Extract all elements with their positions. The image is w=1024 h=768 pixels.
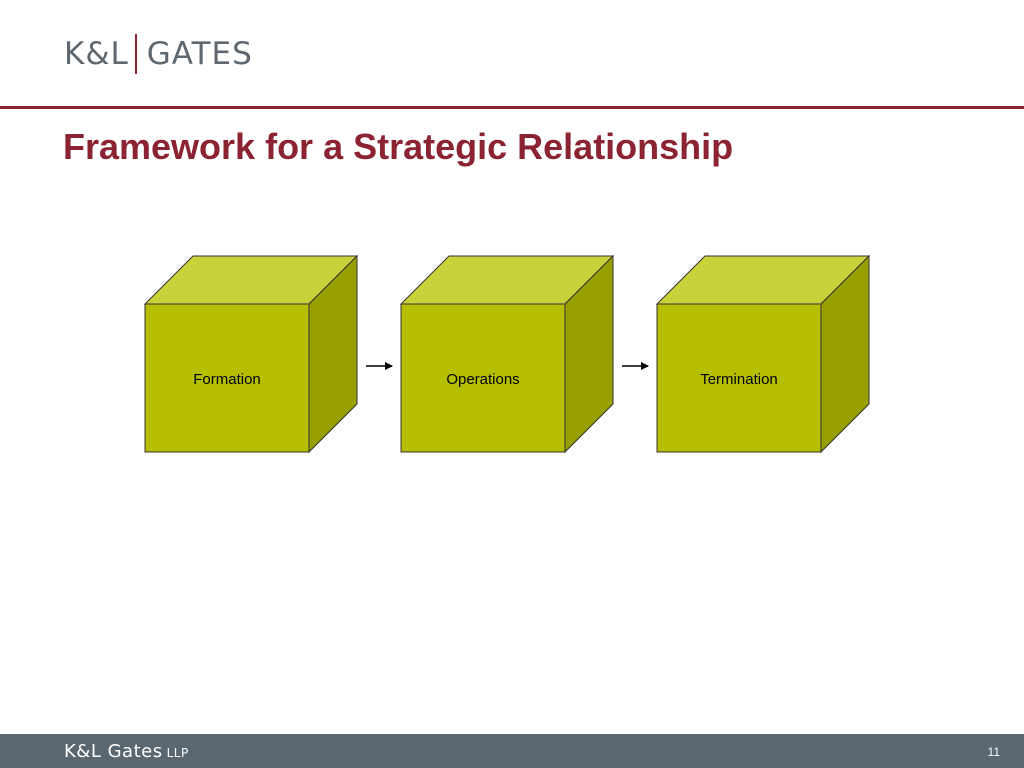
cube-termination: Termination [655,254,871,454]
cube-operations-front [400,303,566,453]
cube-operations-label: Operations [446,371,519,388]
logo-text-right: GATES [146,36,253,72]
page-number: 11 [987,745,1000,759]
footer-brand-name: K&L Gates [64,741,163,762]
cube-formation: Formation [143,254,359,454]
slide-title: Framework for a Strategic Relationship [63,126,734,167]
kl-gates-logo: K&L GATES [64,34,253,74]
header-rule [0,106,1024,109]
cube-termination-front [656,303,822,453]
footer-brand-suffix: LLP [166,746,189,760]
cube-formation-label: Formation [193,371,261,388]
cube-termination-label: Termination [700,371,778,388]
logo-separator [134,34,137,74]
cube-operations: Operations [399,254,615,454]
cube-formation-front [144,303,310,453]
logo-text-left: K&L [64,36,129,72]
